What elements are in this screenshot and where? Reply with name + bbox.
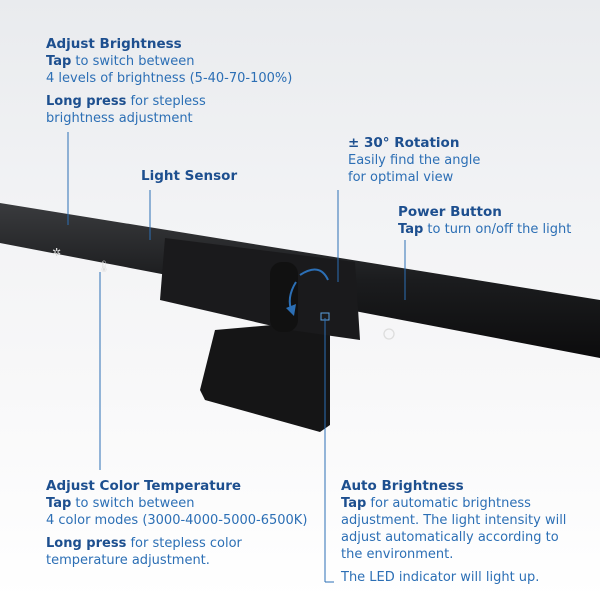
auto-line3: adjust automatically according to [341,530,559,545]
tap-text2: 4 color modes (3000-4000-5000-6500K) [46,513,308,528]
long-label: Long press [46,536,127,551]
rotation-annotation: ± 30° Rotation Easily find the angle for… [348,135,480,186]
color-title: Adjust Color Temperature [46,478,242,494]
thermometer-icon: 🌡 [97,260,111,273]
monitor-stand [200,320,330,432]
rotation-line1: Easily find the angle [348,153,481,168]
long-text2: brightness adjustment [46,111,193,126]
sensor-annotation: Light Sensor [141,168,237,185]
clamp [160,238,360,340]
color-annotation: Adjust Color Temperature Tap to switch b… [46,478,307,569]
auto-title: Auto Brightness [341,478,464,494]
auto-annotation: Auto Brightness Tap for automatic bright… [341,478,566,586]
tap-text: to turn on/off the light [423,222,572,237]
long-label: Long press [46,94,127,109]
auto-line2: adjustment. The light intensity will [341,513,567,528]
tap-label: Tap [398,222,424,237]
rotation-title: ± 30° Rotation [348,135,460,151]
tap-text2: 4 levels of brightness (5-40-70-100%) [46,71,293,86]
sensor-title: Light Sensor [141,168,238,184]
long-text2: temperature adjustment. [46,553,210,568]
tap-text: to switch between [71,54,195,69]
power-icon [383,328,395,340]
rotation-line2: for optimal view [348,170,454,185]
tap-label: Tap [46,54,72,69]
power-title: Power Button [398,204,502,220]
long-text: for stepless [126,94,206,109]
leader-lines [67,132,406,583]
led-note: The LED indicator will light up. [341,570,540,585]
tap-text: to switch between [71,496,195,511]
rotation-hinge [270,262,298,332]
tap-text: for automatic brightness [366,496,531,511]
rotation-arrow-icon [299,268,329,281]
tap-label: Tap [341,496,367,511]
brightness-annotation: Adjust Brightness Tap to switch between … [46,36,292,127]
tap-label: Tap [46,496,72,511]
long-text: for stepless color [126,536,242,551]
brightness-title: Adjust Brightness [46,36,182,52]
auto-line4: the environment. [341,547,454,562]
brightness-icon: ✲ [52,246,61,259]
power-annotation: Power Button Tap to turn on/off the ligh… [398,204,571,238]
